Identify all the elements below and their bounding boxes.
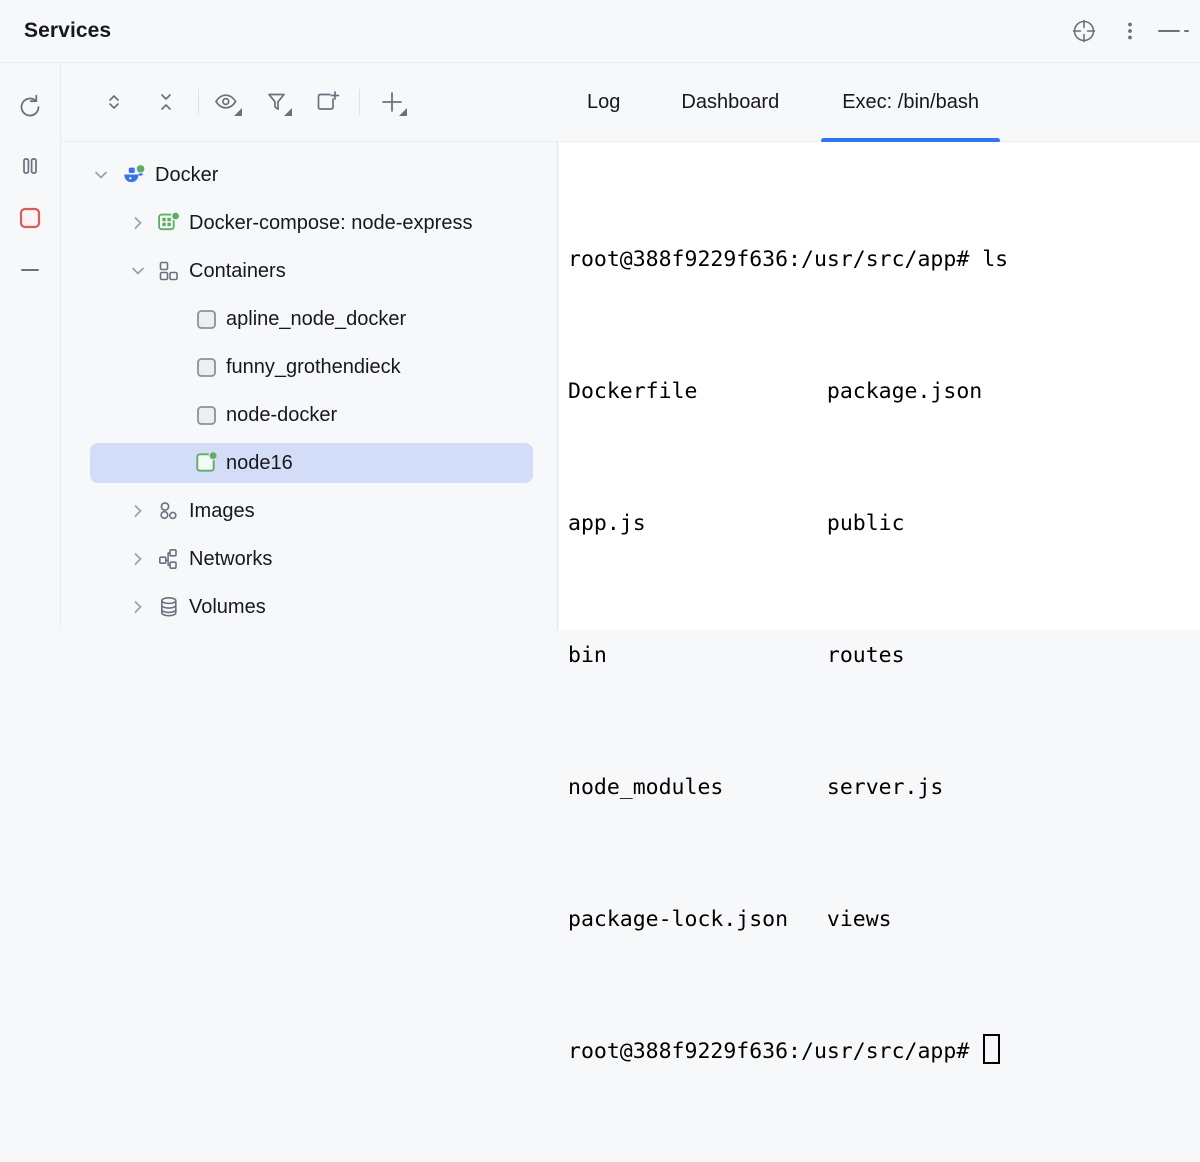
docker-compose-icon <box>156 210 182 236</box>
docker-whale-icon <box>122 162 148 188</box>
terminal-line: root@388f9229f636:/usr/src/app# ls <box>568 247 1009 272</box>
toolbar-separator <box>198 89 199 115</box>
tab-underline <box>821 137 1000 143</box>
tree-node-label: apline_node_docker <box>226 307 407 330</box>
container-stopped-icon <box>193 402 219 428</box>
terminal-line: bin routes <box>568 643 905 668</box>
tree-row-container[interactable]: funny_grothendieck <box>61 347 557 387</box>
expand-collapse-icon[interactable] <box>94 82 134 122</box>
chevron-down-icon[interactable] <box>90 164 112 186</box>
terminal-cursor <box>983 1034 1001 1064</box>
rerun-icon[interactable] <box>10 87 50 127</box>
tab-log[interactable]: Log <box>566 63 641 142</box>
chevron-down-icon[interactable] <box>127 260 149 282</box>
tab-dashboard[interactable]: Dashboard <box>660 63 800 142</box>
tree-row-container-selected[interactable]: node16 <box>61 443 557 483</box>
tree-node-label: Docker-compose: node-express <box>189 211 473 234</box>
services-tree[interactable]: Docker Docker-c <box>61 142 558 630</box>
images-icon <box>156 498 182 524</box>
add-icon[interactable] <box>372 82 412 122</box>
run-controls-rail <box>0 63 61 630</box>
tree-row-volumes[interactable]: Volumes <box>61 587 557 627</box>
more-options-icon[interactable] <box>1110 11 1150 51</box>
container-stopped-icon <box>193 354 219 380</box>
pause-icon[interactable] <box>10 146 50 186</box>
terminal-line: package-lock.json views <box>568 907 892 932</box>
terminal-prompt: root@388f9229f636:/usr/src/app# <box>568 1039 983 1064</box>
tree-node-label: funny_grothendieck <box>226 355 401 378</box>
collapse-all-icon[interactable] <box>146 82 186 122</box>
chevron-right-icon[interactable] <box>127 548 149 570</box>
title-bar: Services <box>0 0 1200 63</box>
terminal-line: node_modules server.js <box>568 775 944 800</box>
tree-node-label: Containers <box>189 259 286 282</box>
terminal-output[interactable]: root@388f9229f636:/usr/src/app# ls Docke… <box>559 142 1200 1064</box>
page-title: Services <box>24 19 112 42</box>
tree-node-label: Docker <box>155 163 219 186</box>
volumes-icon <box>156 594 182 620</box>
chevron-right-icon[interactable] <box>127 500 149 522</box>
chevron-right-icon[interactable] <box>127 596 149 618</box>
tab-label: Dashboard <box>681 90 780 113</box>
tree-row-images[interactable]: Images <box>61 491 557 531</box>
terminal-prompt-line: root@388f9229f636:/usr/src/app# <box>568 1030 1200 1074</box>
selection-highlight <box>90 443 533 483</box>
tab-label: Exec: /bin/bash <box>842 90 979 113</box>
tree-node-label: Networks <box>189 547 273 570</box>
tree-row-containers[interactable]: Containers <box>61 251 557 291</box>
tree-row-container[interactable]: apline_node_docker <box>61 299 557 339</box>
filter-icon[interactable] <box>257 82 297 122</box>
tree-node-label: Images <box>189 499 255 522</box>
containers-icon <box>156 258 182 284</box>
toolbar-separator <box>359 89 360 115</box>
show-hide-icon[interactable] <box>207 82 247 122</box>
chevron-right-icon[interactable] <box>127 212 149 234</box>
terminal-line: Dockerfile package.json <box>568 379 983 404</box>
tree-toolbar <box>61 63 558 142</box>
tree-row-networks[interactable]: Networks <box>61 539 557 579</box>
service-detail-panel: Log Dashboard Exec: /bin/bash root@388f9… <box>559 63 1200 1064</box>
tree-node-label: node16 <box>226 451 293 474</box>
tree-node-label: Volumes <box>189 595 266 618</box>
title-bar-actions <box>1064 11 1200 51</box>
stop-icon[interactable] <box>10 198 50 238</box>
networks-icon <box>156 546 182 572</box>
minimize-icon[interactable] <box>1156 11 1200 51</box>
tab-bar: Log Dashboard Exec: /bin/bash <box>559 63 1200 143</box>
container-running-icon <box>193 450 219 476</box>
chevron-down-icon <box>284 108 292 116</box>
minimize-icon[interactable] <box>10 250 50 290</box>
chevron-down-icon <box>399 108 407 116</box>
tree-row-docker[interactable]: Docker <box>61 155 557 195</box>
tree-node-label: node-docker <box>226 403 338 426</box>
tab-exec-bin-bash[interactable]: Exec: /bin/bash <box>821 63 1000 143</box>
container-stopped-icon <box>193 306 219 332</box>
terminal-line: app.js public <box>568 511 905 536</box>
new-container-icon[interactable] <box>307 82 347 122</box>
tab-label: Log <box>587 90 621 113</box>
tree-row-container[interactable]: node-docker <box>61 395 557 435</box>
services-tool-window: Services <box>0 0 1200 1064</box>
chevron-down-icon <box>234 108 242 116</box>
target-icon[interactable] <box>1064 11 1104 51</box>
tree-row-docker-compose[interactable]: Docker-compose: node-express <box>61 203 557 243</box>
